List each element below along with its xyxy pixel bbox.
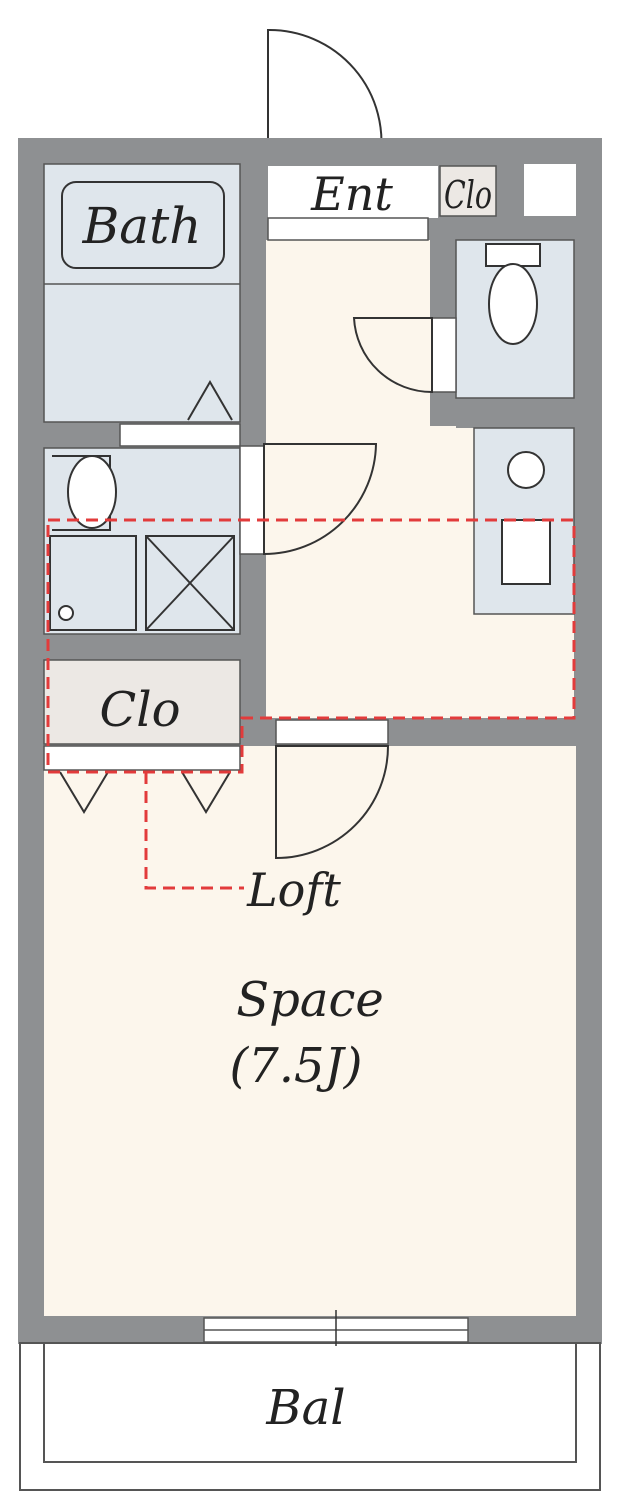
balcony-label: Bal: [265, 1380, 345, 1436]
entrance-label: Ent: [310, 167, 393, 221]
closet-door: [43, 745, 241, 771]
space-size-label: (7.5J): [229, 1038, 362, 1094]
meter-box: [524, 164, 576, 216]
counter-wall: [456, 400, 576, 428]
room-door-frame: [275, 719, 389, 745]
kitchen-sink: [501, 519, 551, 585]
small-closet-label: Clo: [444, 173, 492, 217]
loft-outline: [46, 518, 576, 774]
loft-leader-line: [144, 772, 244, 890]
small-closet: Clo: [439, 165, 497, 217]
room-door-swing: [275, 745, 390, 860]
loft-label: Loft: [246, 863, 341, 917]
bath-label: Bath: [82, 197, 202, 255]
toilet-room: [352, 239, 575, 399]
bathroom: Bath: [43, 163, 241, 423]
closet: Clo: [43, 659, 241, 745]
balcony: [19, 1342, 601, 1491]
washroom-door-frame: [239, 445, 265, 555]
toilet-washroom: [52, 455, 117, 531]
bathtub: [61, 181, 225, 269]
washroom: [43, 447, 241, 635]
space-label: Space: [236, 972, 384, 1028]
bath-door: [119, 423, 241, 447]
washer-pan: [145, 535, 235, 631]
closet-label: Clo: [100, 682, 181, 738]
stove-icon: [507, 451, 545, 489]
entrance-area: Ent: [267, 166, 438, 241]
balcony-window: [203, 1310, 469, 1346]
washroom-door-swing: [263, 443, 378, 556]
